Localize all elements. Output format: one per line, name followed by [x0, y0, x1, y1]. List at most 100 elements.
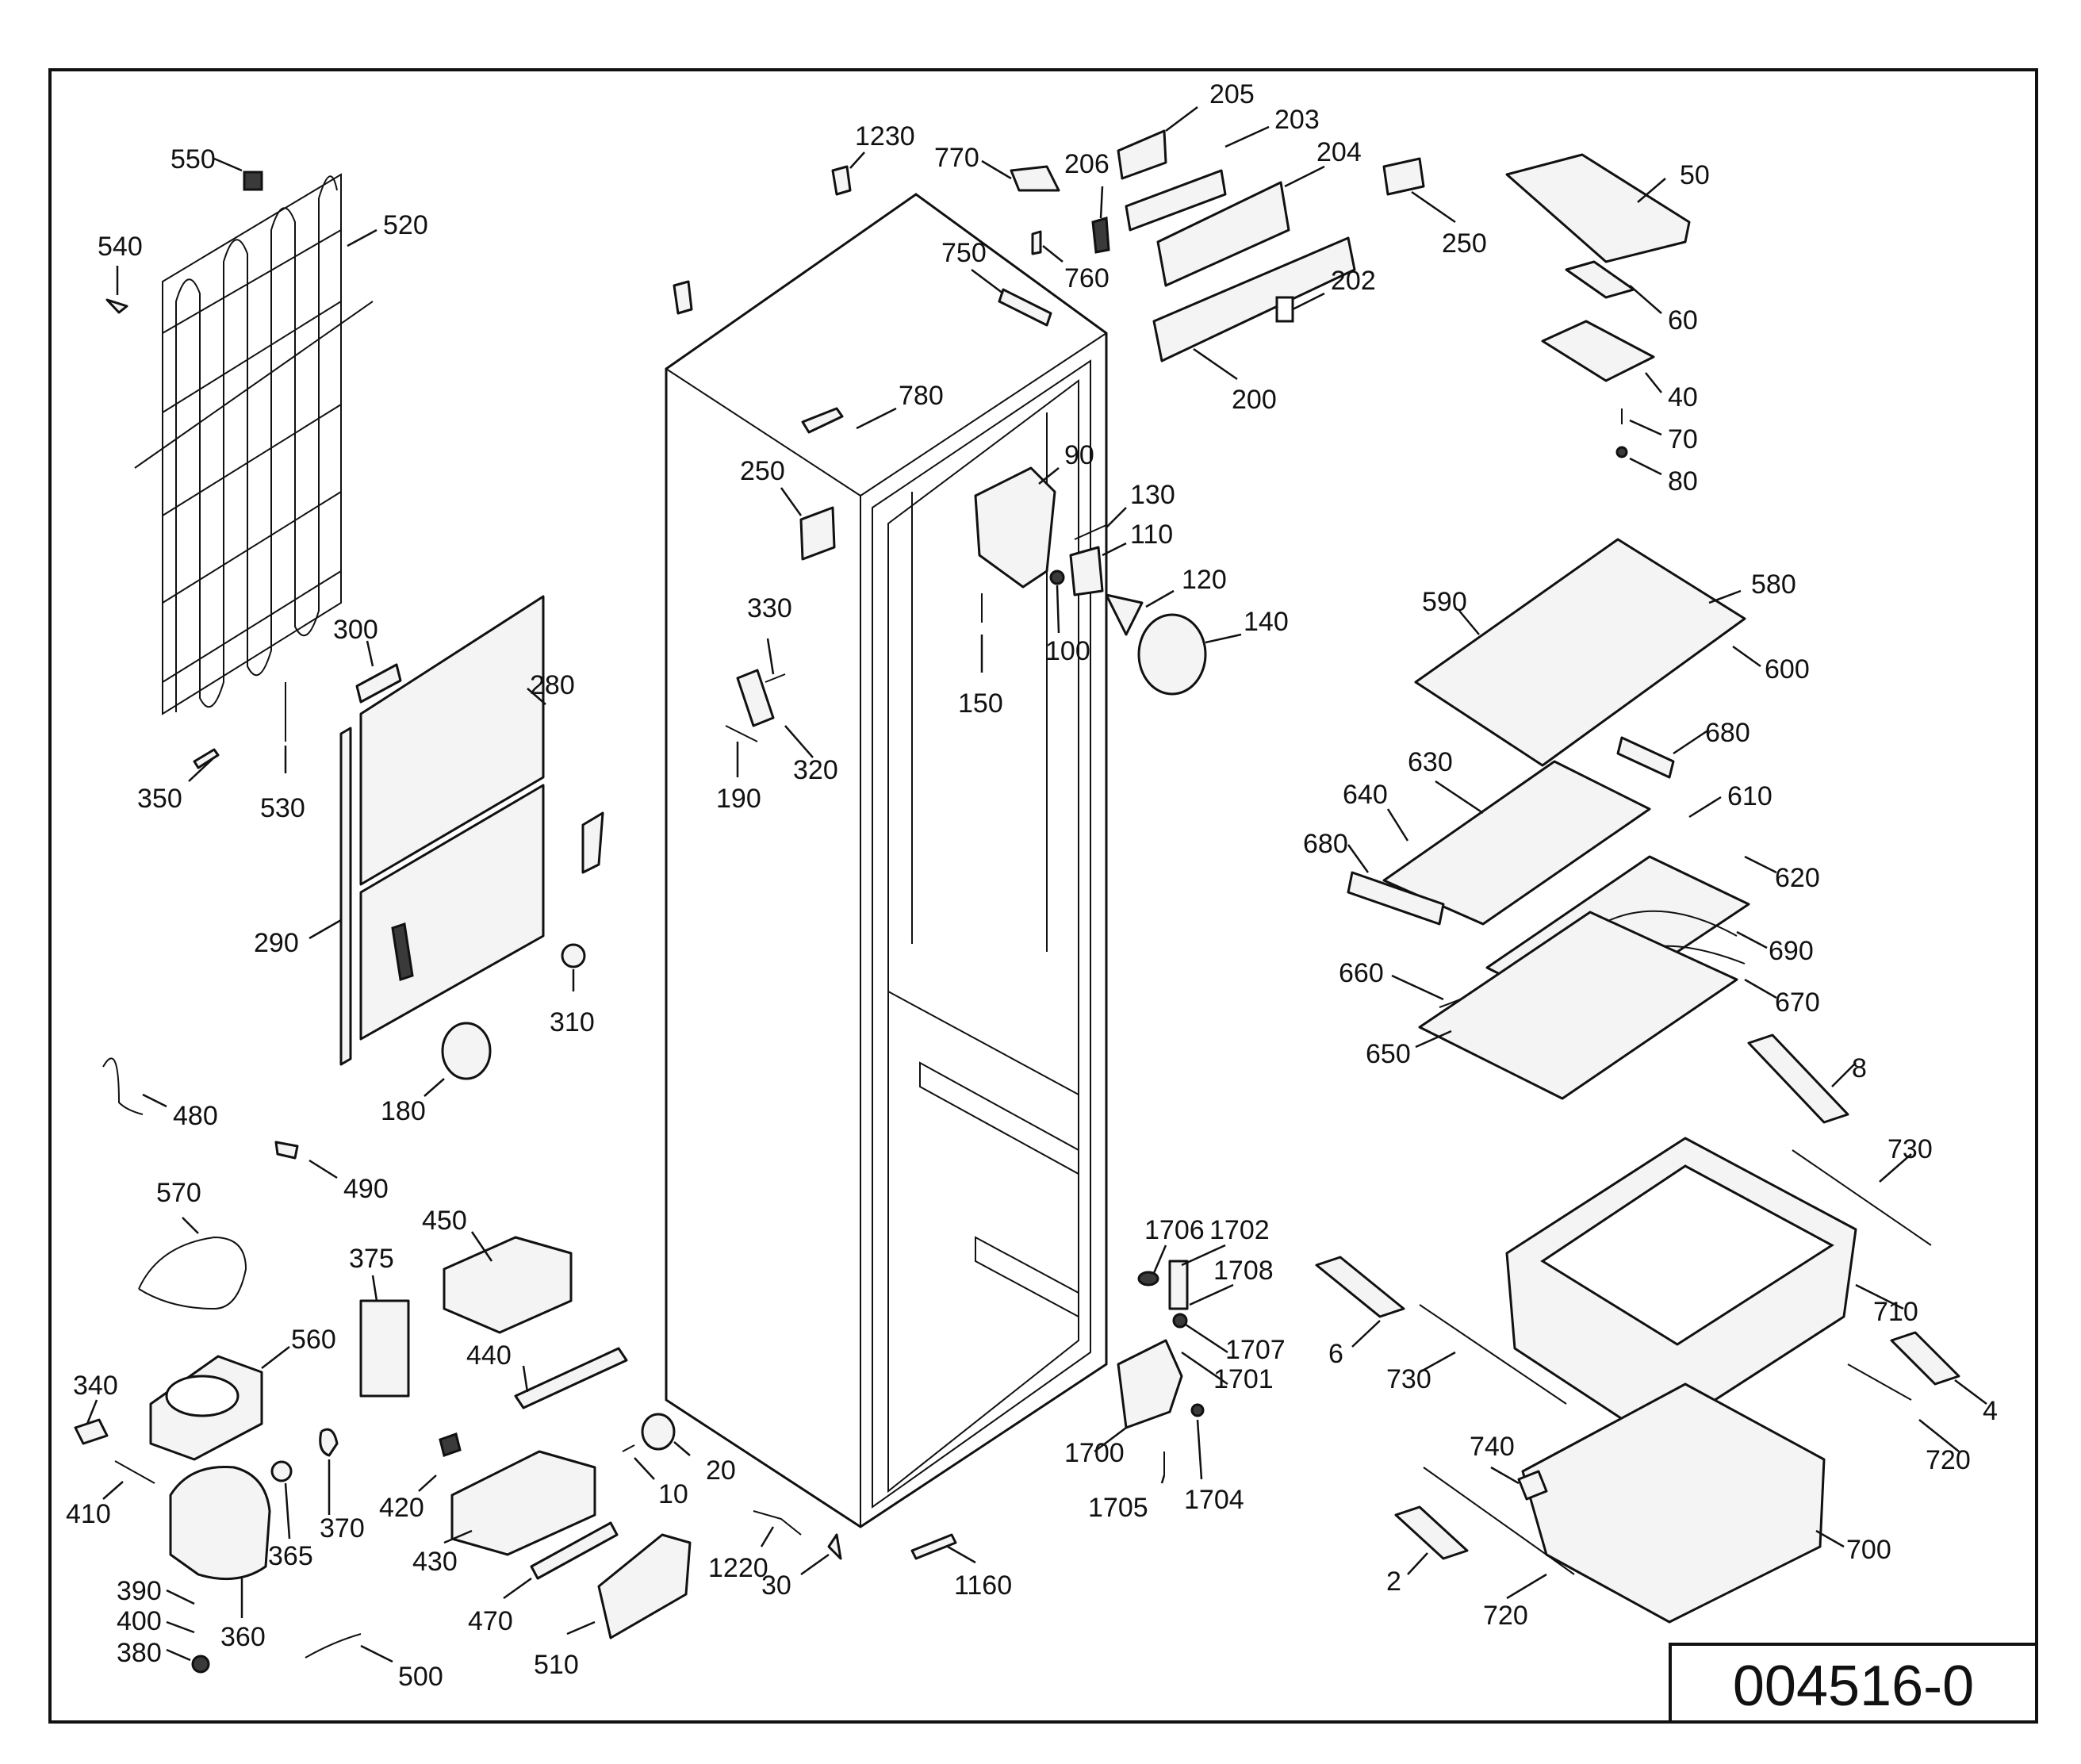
part-60 [1565, 260, 1635, 299]
callout-710: 710 [1873, 1297, 1918, 1327]
part-420 [439, 1432, 462, 1457]
callout-700: 700 [1846, 1535, 1891, 1565]
callout-330: 330 [747, 593, 792, 623]
part-1220 [753, 1510, 802, 1536]
hinge-1230 [831, 165, 852, 196]
callout-680-lower: 680 [1303, 829, 1348, 859]
callout-570: 570 [156, 1178, 201, 1208]
trim-680 [1347, 871, 1445, 926]
cable-480 [102, 1057, 144, 1115]
nut-80 [1615, 446, 1628, 458]
callout-550: 550 [171, 144, 216, 174]
callout-610: 610 [1727, 781, 1772, 811]
callout-590: 590 [1422, 587, 1467, 617]
rail-6 [1315, 1256, 1405, 1318]
callout-640: 640 [1343, 780, 1388, 810]
callout-50: 50 [1680, 160, 1710, 190]
callout-202: 202 [1331, 266, 1376, 296]
callout-250-left: 250 [740, 456, 785, 486]
drain-310 [561, 943, 586, 968]
callout-290: 290 [254, 928, 299, 958]
callout-180: 180 [381, 1096, 426, 1126]
compressor-360 [169, 1465, 271, 1581]
part-440 [514, 1347, 628, 1409]
callout-1706: 1706 [1144, 1215, 1205, 1245]
pin-190 [725, 725, 758, 742]
callout-530: 530 [260, 793, 305, 823]
callout-490: 490 [343, 1174, 389, 1204]
bracket-320 [736, 669, 775, 727]
label-202 [1275, 296, 1294, 323]
drawing-number: 004516-0 [1733, 1655, 1974, 1718]
callout-690: 690 [1769, 936, 1814, 966]
side-strip-290 [339, 727, 352, 1066]
fan-120 [1105, 593, 1144, 636]
drawer-700 [1521, 1382, 1826, 1624]
washer-100 [1049, 569, 1065, 585]
diagram-frame [48, 68, 2038, 1724]
callout-750: 750 [941, 238, 987, 268]
condenser-coil [134, 173, 374, 715]
shroud-140 [1137, 613, 1207, 696]
screw-130 [1074, 524, 1107, 540]
panel-200 [1152, 236, 1356, 362]
grommet-380 [191, 1655, 210, 1674]
part-770 [1010, 165, 1060, 192]
leader-lines [86, 106, 1987, 1663]
shelf-650 [1418, 911, 1738, 1100]
housing-40 [1541, 320, 1655, 382]
label-250-left [799, 506, 836, 561]
callout-370: 370 [320, 1513, 365, 1544]
relay-375 [359, 1299, 410, 1398]
callout-100: 100 [1045, 636, 1090, 666]
callout-365: 365 [268, 1541, 313, 1571]
part-370 [319, 1428, 339, 1457]
callout-1160: 1160 [954, 1570, 1012, 1601]
pin-10 [622, 1444, 635, 1452]
callout-1707: 1707 [1225, 1335, 1286, 1365]
callout-350: 350 [137, 784, 182, 814]
callout-120: 120 [1182, 565, 1227, 595]
handle-780 [801, 407, 844, 434]
callout-340: 340 [73, 1371, 118, 1401]
callout-300: 300 [333, 615, 378, 645]
rail-2 [1394, 1505, 1469, 1560]
callout-190: 190 [716, 784, 761, 814]
callout-650: 650 [1366, 1039, 1411, 1069]
callout-580: 580 [1751, 569, 1796, 600]
callout-680-upper: 680 [1705, 718, 1750, 748]
callout-630: 630 [1408, 747, 1453, 777]
cover-510 [597, 1533, 692, 1639]
cap-1706 [1137, 1271, 1159, 1287]
callout-1708: 1708 [1213, 1256, 1274, 1286]
callout-440: 440 [466, 1340, 512, 1371]
module-450 [443, 1236, 573, 1334]
callout-1220: 1220 [708, 1553, 768, 1583]
ring-180 [441, 1022, 492, 1080]
pin-1702 [1168, 1260, 1189, 1310]
bracket-triangle [581, 811, 604, 874]
bracket-570 [138, 1236, 247, 1310]
callout-720-right: 720 [1926, 1445, 1971, 1475]
part-1160 [910, 1533, 957, 1560]
callout-1701: 1701 [1213, 1364, 1274, 1394]
callout-410: 410 [66, 1499, 111, 1529]
callout-206: 206 [1064, 149, 1109, 179]
callout-1704: 1704 [1184, 1485, 1244, 1515]
parts-drawing [74, 129, 1960, 1674]
part-205 [1117, 129, 1167, 180]
callout-1705: 1705 [1088, 1493, 1148, 1523]
housing-204 [1156, 181, 1290, 287]
callout-520: 520 [383, 210, 428, 240]
rail-730-a [1792, 1149, 1932, 1246]
callout-670: 670 [1775, 987, 1820, 1018]
rod-410 [114, 1460, 155, 1484]
shelf-630 [1382, 760, 1651, 926]
sensor-350 [193, 748, 220, 769]
callout-20: 20 [706, 1455, 736, 1486]
callout-430: 430 [412, 1547, 458, 1577]
callout-150: 150 [958, 688, 1003, 719]
callout-130: 130 [1130, 480, 1175, 510]
callout-730-upper: 730 [1887, 1134, 1933, 1164]
callout-320: 320 [793, 755, 838, 785]
